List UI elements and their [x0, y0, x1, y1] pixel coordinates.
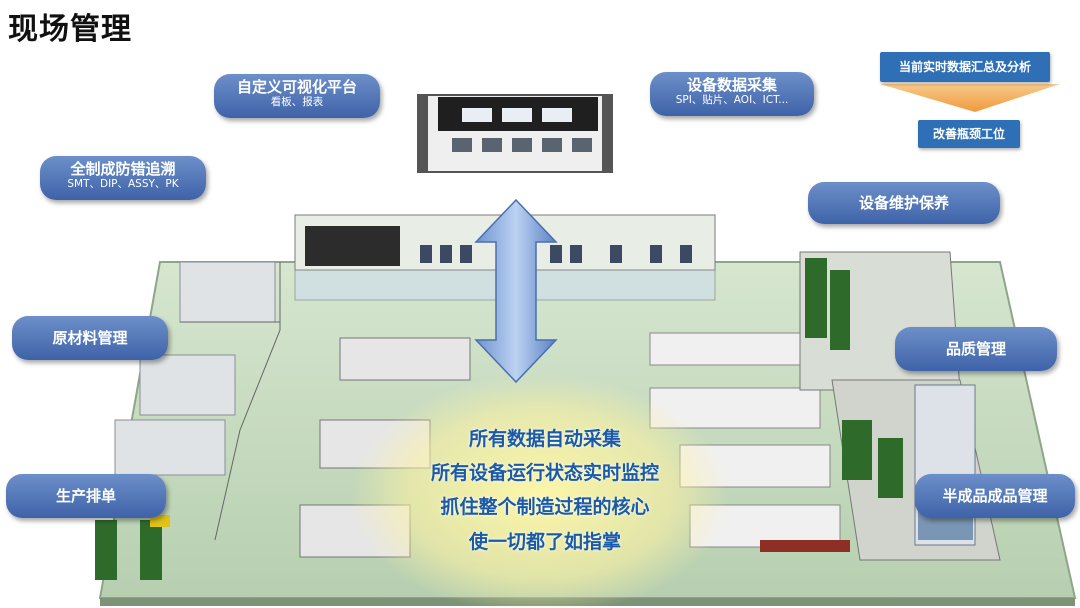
callout-equipment-maintenance: 设备维护保养: [808, 182, 1000, 224]
callout-visual-platform-title: 自定义可视化平台: [236, 78, 357, 96]
bottleneck-improve-box: 改善瓶颈工位: [918, 120, 1020, 148]
control-room-consoles: [452, 138, 592, 152]
callout-wip-finished: 半成品成品管理: [915, 474, 1075, 518]
callout-equipment-maintenance-title: 设备维护保养: [858, 194, 949, 212]
realtime-analysis-box: 当前实时数据汇总及分析: [880, 52, 1050, 82]
callout-visual-platform-sub: 看板、报表: [270, 96, 324, 108]
warehouse-green-bins: [842, 420, 903, 498]
callout-equipment-data-sub: SPI、贴片、AOI、ICT...: [675, 94, 789, 106]
callout-equipment-data-title: 设备数据采集: [686, 76, 777, 94]
back-monitor-wall: [305, 226, 400, 266]
callout-full-traceability-sub: SMT、DIP、ASSY、PK: [67, 178, 179, 190]
page-title: 现场管理: [8, 12, 132, 47]
callout-quality: 品质管理: [895, 327, 1057, 371]
callout-production-schedule-title: 生产排单: [55, 487, 116, 505]
callout-raw-materials: 原材料管理: [12, 316, 168, 360]
maintenance-green-bins: [805, 258, 850, 350]
callout-visual-platform: 自定义可视化平台 看板、报表: [214, 74, 380, 118]
raw-material-racks: [114, 261, 276, 476]
back-office-workstations: [420, 245, 692, 263]
slogan-line-3: 抓住整个制造过程的核心: [440, 496, 650, 518]
highlight-glow: [350, 375, 730, 608]
left-partition: [180, 262, 281, 541]
callout-production-schedule: 生产排单: [6, 474, 166, 518]
slogan-line-2: 所有设备运行状态实时监控: [430, 462, 659, 484]
bottom-left-bins: [95, 515, 170, 580]
slogan-line-4: 使一切都了如指掌: [468, 531, 621, 553]
callout-equipment-data: 设备数据采集 SPI、贴片、AOI、ICT...: [650, 72, 814, 116]
analysis-down-arrow: [880, 84, 1060, 112]
callout-full-traceability-title: 全制成防错追溯: [70, 160, 176, 178]
callout-wip-finished-title: 半成品成品管理: [942, 487, 1048, 505]
slogan-line-1: 所有数据自动采集: [468, 428, 621, 450]
callout-quality-title: 品质管理: [945, 340, 1006, 358]
red-rack: [760, 540, 850, 552]
double-arrow: [474, 198, 558, 384]
control-room-screens: [462, 108, 572, 122]
callout-full-traceability: 全制成防错追溯 SMT、DIP、ASSY、PK: [40, 156, 206, 200]
callout-raw-materials-title: 原材料管理: [52, 329, 128, 347]
